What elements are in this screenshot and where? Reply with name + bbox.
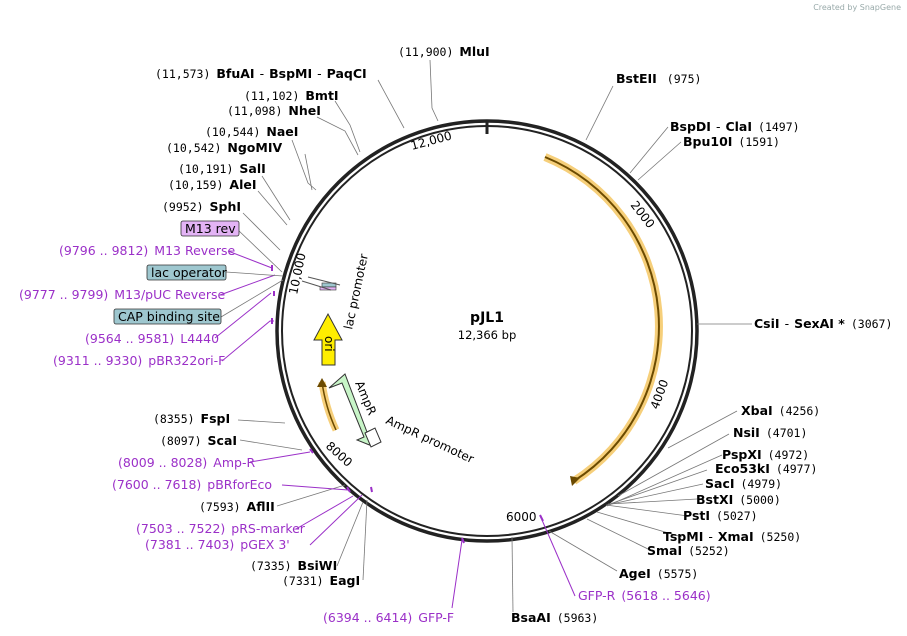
primer-pgex-3[interactable]: (7381 .. 7403)pGEX 3' — [145, 537, 290, 552]
primer-gfp-r[interactable]: GFP-R(5618 .. 5646) — [578, 588, 711, 603]
enzyme-scai[interactable]: (8097)ScaI — [160, 433, 237, 448]
primer-prs-marker[interactable]: (7503 .. 7522)pRS-marker — [136, 521, 306, 536]
enzyme-mlui[interactable]: (11,900)MluI — [398, 44, 490, 59]
lac-promoter-glyph[interactable] — [301, 276, 341, 291]
plasmid-size: 12,366 bp — [458, 328, 517, 342]
primer-marks — [271, 265, 544, 544]
primer-gfp-f[interactable]: (6394 .. 6414)GFP-F — [323, 610, 454, 625]
enzyme-sali[interactable]: (10,191)SalI — [178, 161, 266, 176]
enzyme-bsiwi[interactable]: (7335)BsiWI — [250, 558, 337, 573]
enzyme-csii[interactable]: CsiI-SexAI *(3067) — [754, 316, 892, 331]
feature-m13-rev-box[interactable]: M13 rev — [180, 220, 240, 237]
enzyme-eco53ki[interactable]: Eco53kI(4977) — [715, 461, 817, 476]
enzyme-psti[interactable]: PstI(5027) — [683, 508, 758, 523]
enzyme-bfuai[interactable]: (11,573)BfuAI-BspMI-PaqCI — [155, 66, 367, 81]
tick-6000: 6000 — [506, 510, 537, 524]
enzyme-leaders — [237, 59, 752, 613]
enzyme-agei[interactable]: AgeI(5575) — [619, 566, 698, 581]
enzyme-xbai[interactable]: XbaI(4256) — [741, 403, 820, 418]
primer-m13-puc-reverse[interactable]: (9777 .. 9799)M13/pUC Reverse — [19, 287, 226, 302]
primer-pbrforeco[interactable]: (7600 .. 7618)pBRforEco — [112, 477, 272, 492]
enzyme-tspmi[interactable]: TspMI-XmaI(5250) — [663, 529, 801, 544]
primer-pbr322ori-f[interactable]: (9311 .. 9330)pBR322ori-F — [53, 353, 225, 368]
enzyme-bmti[interactable]: (11,102)BmtI — [244, 88, 339, 103]
enzyme-eagi[interactable]: (7331)EagI — [282, 573, 360, 588]
ampr-promoter-label: AmpR promoter — [384, 413, 476, 466]
enzyme-sphi[interactable]: (9952)SphI — [162, 199, 241, 214]
enzyme-fspi[interactable]: (8355)FspI — [153, 411, 230, 426]
svg-text:M13 rev: M13 rev — [185, 221, 236, 236]
ori-feature[interactable]: ori — [313, 312, 343, 366]
primer-leaders — [214, 250, 576, 609]
enzyme-bspdi[interactable]: BspDI-ClaI(1497) — [670, 119, 800, 134]
enzyme-bstxi[interactable]: BstXI(5000) — [696, 492, 781, 507]
ampr-promoter-arrow[interactable] — [364, 427, 382, 448]
svg-text:lac operator: lac operator — [151, 265, 228, 280]
boxed-leaders — [220, 229, 284, 318]
primer-amp-r[interactable]: (8009 .. 8028)Amp-R — [118, 455, 255, 470]
enzyme-nsii[interactable]: NsiI(4701) — [733, 425, 807, 440]
plasmid-backbone — [275, 119, 699, 543]
enzyme-nhei[interactable]: (11,098)NheI — [227, 103, 321, 118]
snapgene-credit: Created by SnapGene — [813, 3, 901, 12]
svg-text:CAP binding site: CAP binding site — [118, 309, 220, 324]
enzyme-bsaai[interactable]: BsaAI(5963) — [511, 610, 598, 625]
enzyme-smai[interactable]: SmaI(5252) — [647, 543, 730, 558]
enzyme-aflii[interactable]: (7593)AflII — [199, 499, 275, 514]
tick-8000: 8000 — [323, 439, 355, 470]
feature-cap-binding-box[interactable]: CAP binding site — [113, 308, 222, 325]
enzyme-naei[interactable]: (10,544)NaeI — [205, 124, 298, 139]
orange-feature-small[interactable] — [318, 381, 340, 432]
enzyme-saci[interactable]: SacI(4979) — [705, 476, 782, 491]
enzyme-alei[interactable]: (10,159)AleI — [168, 177, 256, 192]
plasmid-name: pJL1 — [470, 310, 504, 326]
ori-label: ori — [322, 336, 336, 352]
enzyme-ngomiv[interactable]: (10,542)NgoMIV — [166, 140, 282, 155]
enzyme-bsteii[interactable]: BstEII(975) — [616, 71, 701, 86]
feature-lac-operator-box[interactable]: lac operator — [146, 264, 228, 281]
enzyme-pspxi[interactable]: PspXI(4972) — [722, 447, 809, 462]
enzyme-bpu10i[interactable]: Bpu10I(1591) — [683, 134, 780, 149]
lac-promoter-label: lac promoter — [341, 253, 371, 331]
primer-l4440[interactable]: (9564 .. 9581)L4440 — [85, 331, 219, 346]
primer-m13-reverse[interactable]: (9796 .. 9812)M13 Reverse — [59, 243, 235, 258]
